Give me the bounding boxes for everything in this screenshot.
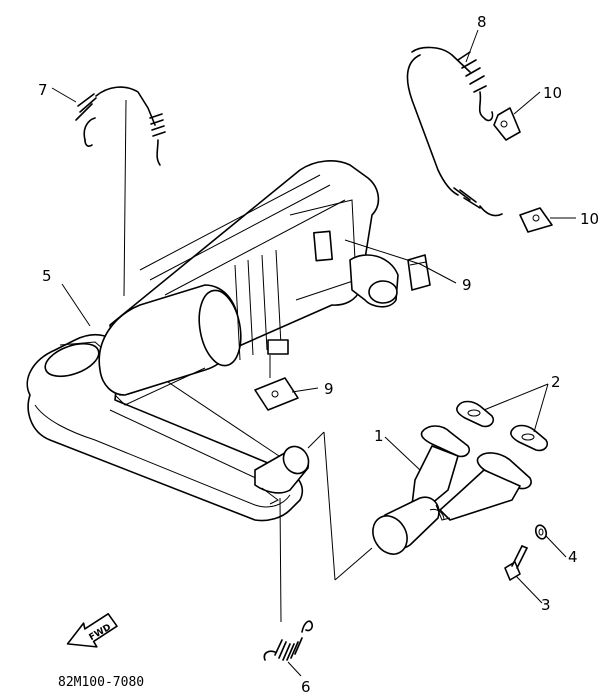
callout-2: 2 <box>551 373 561 391</box>
gasket-part-2-upper <box>456 400 495 428</box>
callout-1: 1 <box>374 427 384 445</box>
callout-10-upper: 10 <box>543 84 562 102</box>
callout-6: 6 <box>301 678 311 696</box>
callout-8: 8 <box>477 13 487 31</box>
callout-10-lower: 10 <box>580 210 599 228</box>
callout-9-lower: 9 <box>324 380 334 398</box>
damper-part-9-lower <box>254 355 299 411</box>
callout-9-upper: 9 <box>462 276 472 294</box>
bracket-part-10-lower <box>519 207 553 233</box>
gasket-part-2-lower <box>510 424 549 452</box>
drawing-code: 82M100-7080 <box>58 675 144 690</box>
callout-4: 4 <box>568 548 578 566</box>
muffler-body <box>98 160 399 406</box>
callout-5: 5 <box>42 267 52 285</box>
forward-arrow-icon: FWD <box>66 612 118 648</box>
washer-part-4 <box>534 524 548 540</box>
exhaust-chamber-part-5 <box>26 334 310 522</box>
bracket-part-10-upper <box>493 107 521 141</box>
spring-part-6 <box>263 620 313 661</box>
damper-part-9-upper <box>407 254 431 291</box>
callout-numbers: 7 8 10 10 5 9 9 2 1 4 3 6 <box>38 13 599 696</box>
spring-part-7 <box>75 86 166 166</box>
exhaust-manifold-part-1 <box>372 425 532 555</box>
bolt-part-3 <box>504 545 528 581</box>
spring-part-8 <box>406 46 503 217</box>
callout-3: 3 <box>541 596 551 614</box>
leader-lines <box>51 29 576 677</box>
callout-7: 7 <box>38 81 48 99</box>
